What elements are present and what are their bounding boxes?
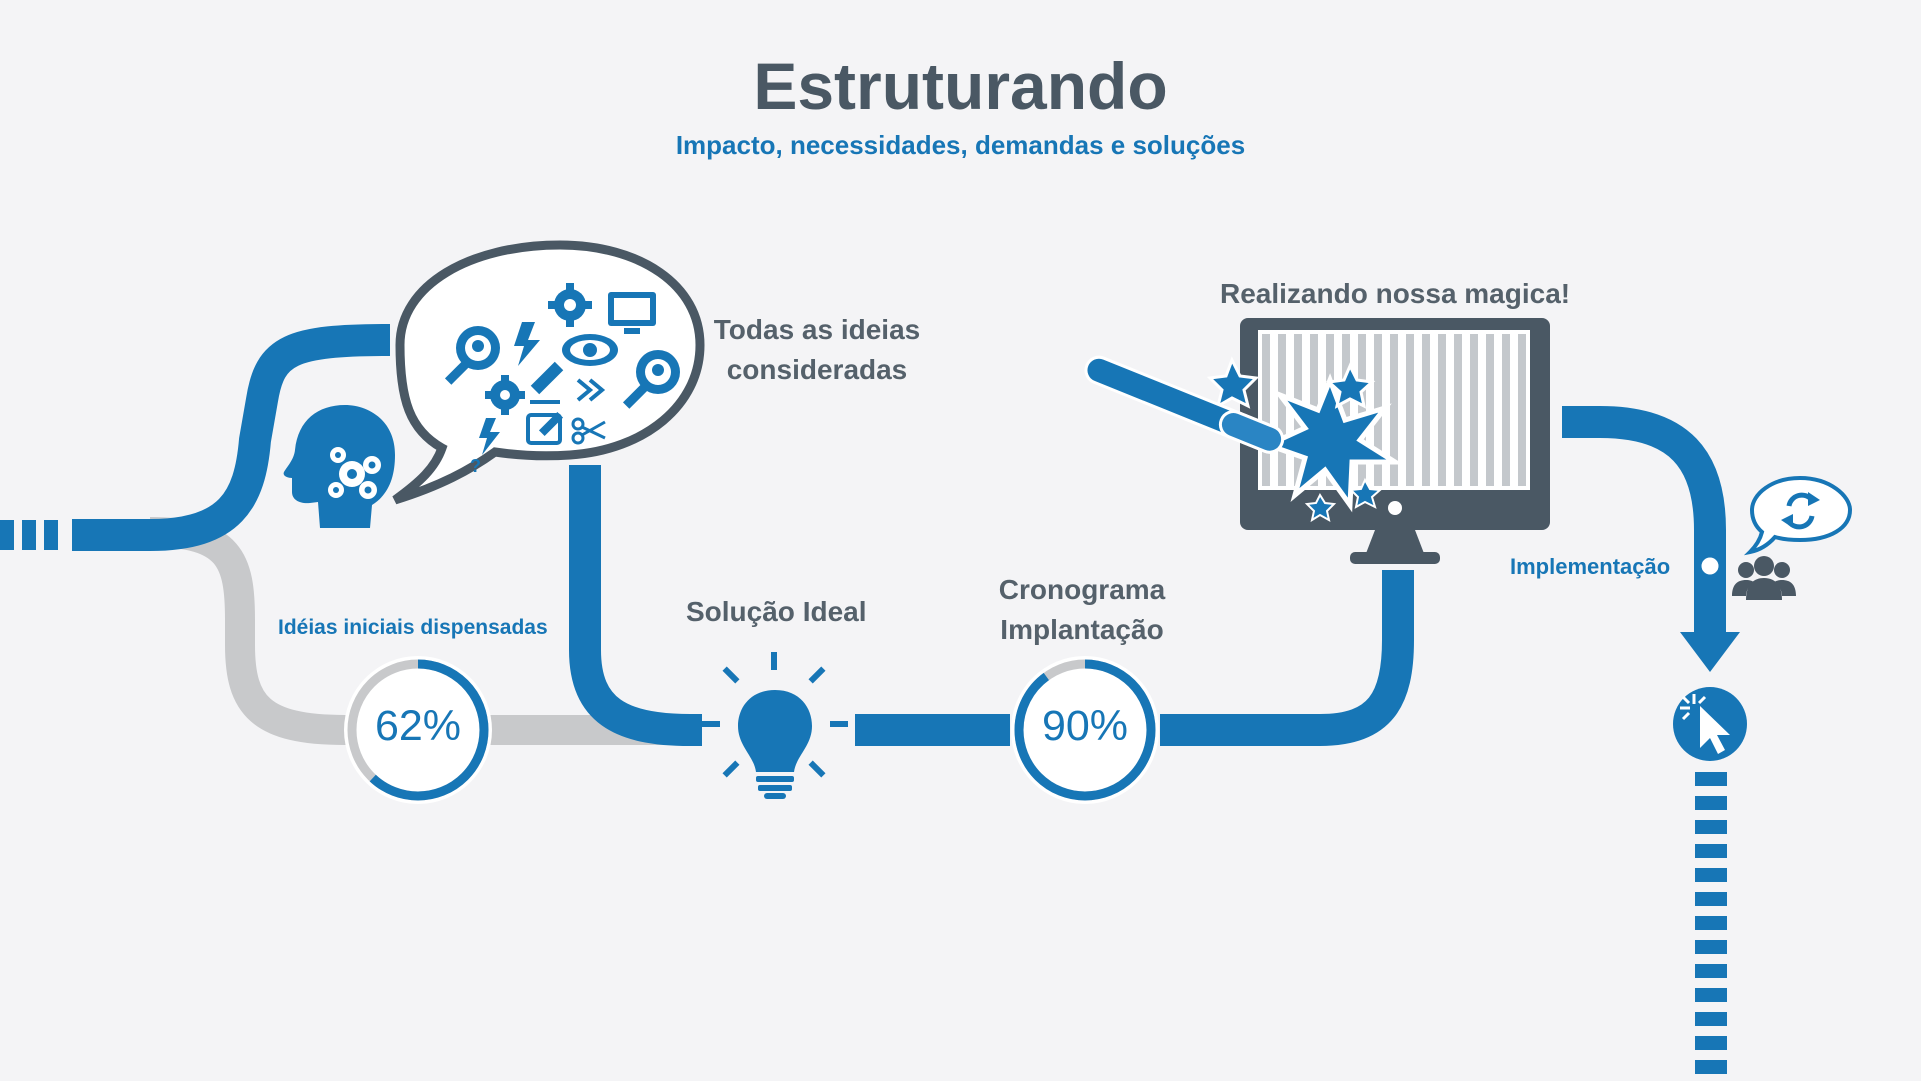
implementation-label: Implementação (1510, 554, 1670, 580)
schedule-label: Cronograma Implantação (982, 570, 1182, 650)
main-path-solution (585, 465, 702, 730)
lightbulb-icon (702, 652, 848, 799)
discarded-percent: 62% (343, 702, 493, 751)
head-gears-icon (284, 405, 395, 528)
arrow-down-icon (1680, 632, 1740, 672)
magic-label: Realizando nossa magica! (1220, 278, 1570, 310)
speech-bubble-icon: ? (395, 245, 700, 500)
schedule-percent: 90% (1010, 702, 1160, 751)
exit-dashes (1695, 772, 1727, 1074)
click-icon (1673, 687, 1747, 761)
entry-dashes (0, 520, 58, 550)
ideas-considered-label: Todas as ideias consideradas (712, 310, 922, 390)
discarded-ideas-label: Idéias iniciais dispensadas (278, 616, 548, 640)
refresh-chat-icon (1750, 478, 1850, 552)
main-path-implementation (1562, 422, 1710, 640)
main-path-monitor (1160, 570, 1398, 730)
page-subtitle: Impacto, necessidades, demandas e soluçõ… (0, 130, 1921, 161)
implementation-marker (1699, 555, 1721, 577)
svg-text:?: ? (470, 456, 481, 476)
page-title: Estruturando (0, 48, 1921, 124)
users-icon (1732, 556, 1796, 600)
ideal-solution-label: Solução Ideal (686, 596, 867, 628)
